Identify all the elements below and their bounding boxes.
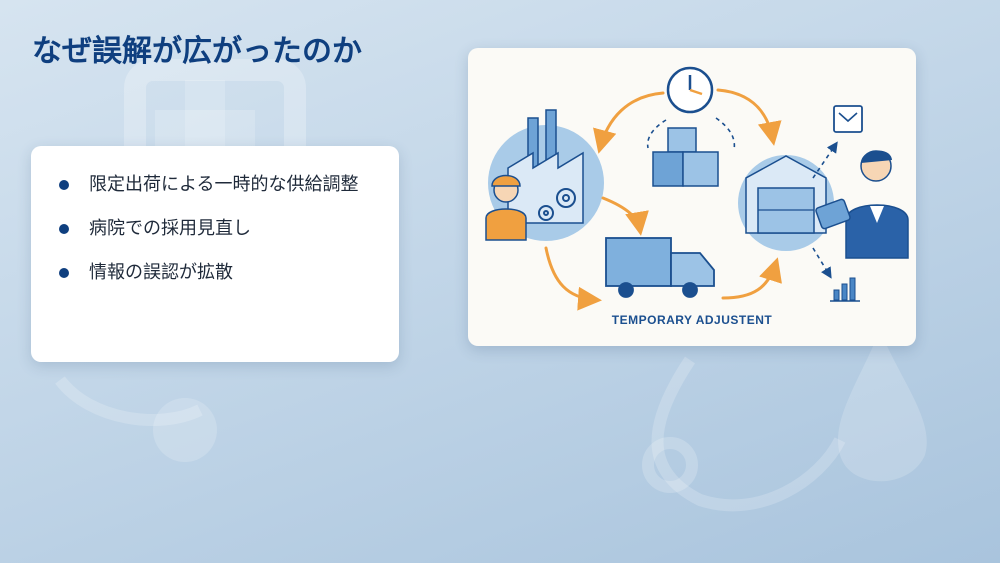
bullet-text: 限定出荷による一時的な供給調整 (89, 174, 359, 195)
bullet-item: 限定出荷による一時的な供給調整 (59, 170, 379, 200)
warehouse-icon (738, 155, 834, 251)
businessman-icon (845, 150, 909, 259)
tablet-icon (815, 198, 851, 230)
bullet-text: 病院での採用見直し (89, 218, 251, 239)
bullet-card: 限定出荷による一時的な供給調整 病院での採用見直し 情報の誤認が拡散 (31, 146, 399, 362)
bullet-list: 限定出荷による一時的な供給調整 病院での採用見直し 情報の誤認が拡散 (59, 170, 379, 288)
slide-title: なぜ誤解が広がったのか (32, 34, 362, 69)
bullet-item: 情報の誤認が拡散 (59, 258, 379, 288)
bullet-dot (59, 268, 69, 278)
bar-chart-icon (830, 277, 860, 302)
gear-icon (538, 188, 576, 221)
illustration-caption: TEMPORARY ADJUSTENT (611, 313, 773, 327)
supply-chain-graphic (485, 66, 909, 311)
boxes-icon (652, 127, 719, 187)
truck-icon (605, 237, 715, 298)
bullet-text: 情報の誤認が拡散 (89, 262, 233, 283)
bullet-item: 病院での採用見直し (59, 214, 379, 244)
bullet-dot (59, 180, 69, 190)
mail-icon (833, 105, 863, 133)
worker-icon (485, 174, 527, 241)
supply-chain-illustration: TEMPORARY ADJUSTENT (468, 48, 916, 346)
bullet-dot (59, 224, 69, 234)
clock-icon (666, 66, 714, 114)
